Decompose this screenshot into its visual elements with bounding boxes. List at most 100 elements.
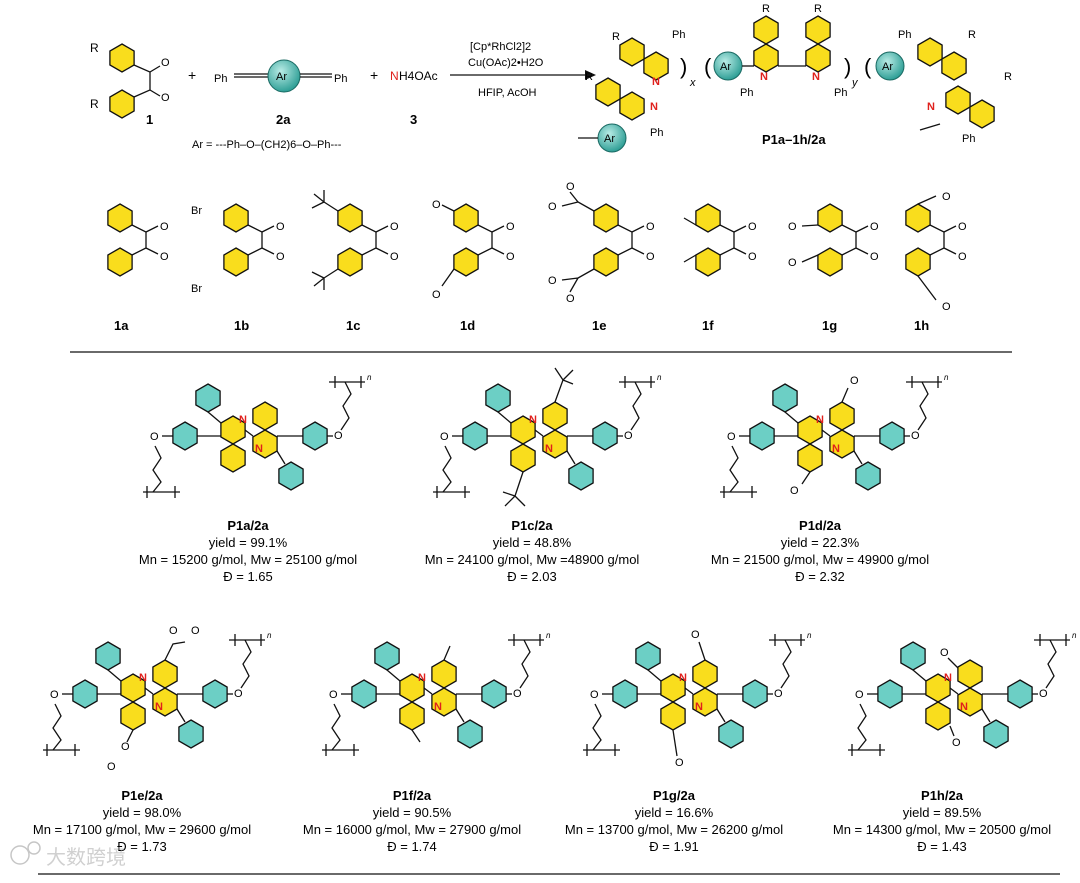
monomer-label: 1e bbox=[592, 318, 606, 333]
monomer-1h: O O bbox=[906, 191, 967, 313]
svg-text:(: ( bbox=[864, 54, 872, 79]
product-polymer-structure: N N Ph Ph R R Ar ) x ( Ar N N R R Ph Ph … bbox=[578, 3, 1012, 153]
svg-text:Ph: Ph bbox=[740, 87, 753, 99]
monomer-label: 1d bbox=[460, 318, 475, 333]
svg-text:R: R bbox=[612, 31, 620, 43]
svg-text:R: R bbox=[762, 3, 770, 15]
svg-text:): ) bbox=[844, 54, 851, 79]
polymer-pdi: Đ = 2.03 bbox=[507, 569, 557, 584]
polymer-name: P1h/2a bbox=[921, 788, 964, 803]
monomer-1d: O O bbox=[432, 199, 515, 301]
svg-text:Br: Br bbox=[191, 205, 202, 217]
polymer-caption-P1e: P1e/2a yield = 98.0% Mn = 17100 g/mol, M… bbox=[33, 788, 251, 854]
svg-text:Br: Br bbox=[191, 283, 202, 295]
monomer-1c bbox=[311, 190, 399, 290]
polymer-caption-P1d: P1d/2a yield = 22.3% Mn = 21500 g/mol, M… bbox=[711, 518, 929, 584]
svg-text:R: R bbox=[1004, 71, 1012, 83]
phenyl-label: Ph bbox=[334, 73, 347, 85]
polymer-structure-P1h: O O bbox=[848, 631, 1077, 756]
r-group-label: R bbox=[90, 41, 99, 55]
svg-text:N: N bbox=[927, 101, 935, 113]
monomer-label: 1a bbox=[114, 318, 129, 333]
svg-text:Ph: Ph bbox=[672, 29, 685, 41]
svg-text:O: O bbox=[940, 647, 949, 659]
polymer-yield: yield = 89.5% bbox=[903, 805, 982, 820]
monomer-1e: O O O O bbox=[548, 181, 655, 305]
svg-text:O: O bbox=[432, 289, 441, 301]
svg-text:O: O bbox=[566, 181, 575, 193]
polymer-pdi: Đ = 1.43 bbox=[917, 839, 967, 854]
polymer-yield: yield = 22.3% bbox=[781, 535, 860, 550]
reactant-1-label: 1 bbox=[146, 112, 153, 127]
monomer-label: 1h bbox=[914, 318, 929, 333]
polymer-mw: Mn = 15200 g/mol, Mw = 25100 g/mol bbox=[139, 552, 357, 567]
polymer-pdi: Đ = 1.91 bbox=[649, 839, 699, 854]
svg-text:N: N bbox=[652, 76, 660, 88]
svg-text:Ph: Ph bbox=[898, 29, 911, 41]
svg-text:O: O bbox=[548, 275, 557, 287]
polymer-yield: yield = 98.0% bbox=[103, 805, 182, 820]
monomer-label: 1g bbox=[822, 318, 837, 333]
svg-text:O: O bbox=[161, 92, 170, 104]
reactant-1-structure: O O R R bbox=[90, 41, 170, 119]
polymer-mw: Mn = 17100 g/mol, Mw = 29600 g/mol bbox=[33, 822, 251, 837]
svg-text:O: O bbox=[691, 629, 700, 641]
polymer-structure-P1c bbox=[433, 367, 662, 507]
polymer-mw: Mn = 24100 g/mol, Mw =48900 g/mol bbox=[425, 552, 640, 567]
polymer-structure-P1a bbox=[143, 373, 372, 498]
polymer-pdi: Đ = 2.32 bbox=[795, 569, 845, 584]
svg-text:O: O bbox=[790, 485, 799, 497]
svg-text:O: O bbox=[952, 737, 961, 749]
polymer-mw: Mn = 16000 g/mol, Mw = 27900 g/mol bbox=[303, 822, 521, 837]
svg-text:Ph: Ph bbox=[650, 127, 663, 139]
polymer-caption-P1f: P1f/2a yield = 90.5% Mn = 16000 g/mol, M… bbox=[303, 788, 521, 854]
svg-text:O: O bbox=[942, 191, 951, 203]
svg-text:N: N bbox=[650, 101, 658, 113]
svg-text:O: O bbox=[850, 375, 859, 387]
monomer-label: 1f bbox=[702, 318, 714, 333]
svg-text:O: O bbox=[788, 221, 797, 233]
svg-text:O: O bbox=[169, 625, 178, 637]
svg-text:O: O bbox=[788, 257, 797, 269]
svg-text:HFIP, AcOH: HFIP, AcOH bbox=[478, 87, 537, 99]
svg-text:Ar: Ar bbox=[720, 61, 731, 73]
polymer-name: P1d/2a bbox=[799, 518, 842, 533]
reactant-2a-label: 2a bbox=[276, 112, 291, 127]
polymer-name: P1a/2a bbox=[227, 518, 269, 533]
plus-sign: + bbox=[370, 67, 378, 83]
polymer-yield: yield = 99.1% bbox=[209, 535, 288, 550]
svg-text:R: R bbox=[814, 3, 822, 15]
monomer-label: 1b bbox=[234, 318, 249, 333]
svg-text:(: ( bbox=[704, 54, 712, 79]
svg-text:Ph: Ph bbox=[834, 87, 847, 99]
svg-text:Ar: Ar bbox=[882, 61, 893, 73]
polymer-structure-P1e: O O O O bbox=[43, 625, 272, 773]
watermark: 大数跨境 bbox=[10, 841, 126, 869]
svg-text:大数跨境: 大数跨境 bbox=[46, 846, 126, 869]
monomer-label: 1c bbox=[346, 318, 360, 333]
svg-text:[Cp*RhCl2]2: [Cp*RhCl2]2 bbox=[470, 41, 531, 53]
ar-definition: Ar = ---Ph–O–(CH2)6–O–Ph--- bbox=[192, 139, 342, 151]
polymer-caption-P1c: P1c/2a yield = 48.8% Mn = 24100 g/mol, M… bbox=[425, 518, 640, 584]
polymer-pdi: Đ = 1.65 bbox=[223, 569, 273, 584]
svg-text:O: O bbox=[191, 625, 200, 637]
svg-text:R: R bbox=[585, 71, 593, 83]
polymer-mw: Mn = 21500 g/mol, Mw = 49900 g/mol bbox=[711, 552, 929, 567]
polymer-yield: yield = 48.8% bbox=[493, 535, 572, 550]
svg-text:N: N bbox=[812, 71, 820, 83]
product-label: P1a–1h/2a bbox=[762, 132, 826, 147]
polymer-pdi: Đ = 1.74 bbox=[387, 839, 437, 854]
polymer-name: P1c/2a bbox=[511, 518, 553, 533]
reactant-2a-structure: Ph Ar Ph bbox=[214, 59, 347, 93]
svg-text:O: O bbox=[121, 741, 130, 753]
polymer-mw: Mn = 13700 g/mol, Mw = 26200 g/mol bbox=[565, 822, 783, 837]
polymer-name: P1g/2a bbox=[653, 788, 696, 803]
svg-text:Ph: Ph bbox=[962, 133, 975, 145]
nh4oac-nitrogen: N bbox=[390, 69, 399, 83]
svg-text:O: O bbox=[548, 201, 557, 213]
svg-text:O: O bbox=[432, 199, 441, 211]
reaction-conditions: [Cp*RhCl2]2 Cu(OAc)2•H2O HFIP, AcOH bbox=[450, 41, 596, 99]
svg-text:Ar: Ar bbox=[604, 133, 615, 145]
svg-text:R: R bbox=[968, 29, 976, 41]
